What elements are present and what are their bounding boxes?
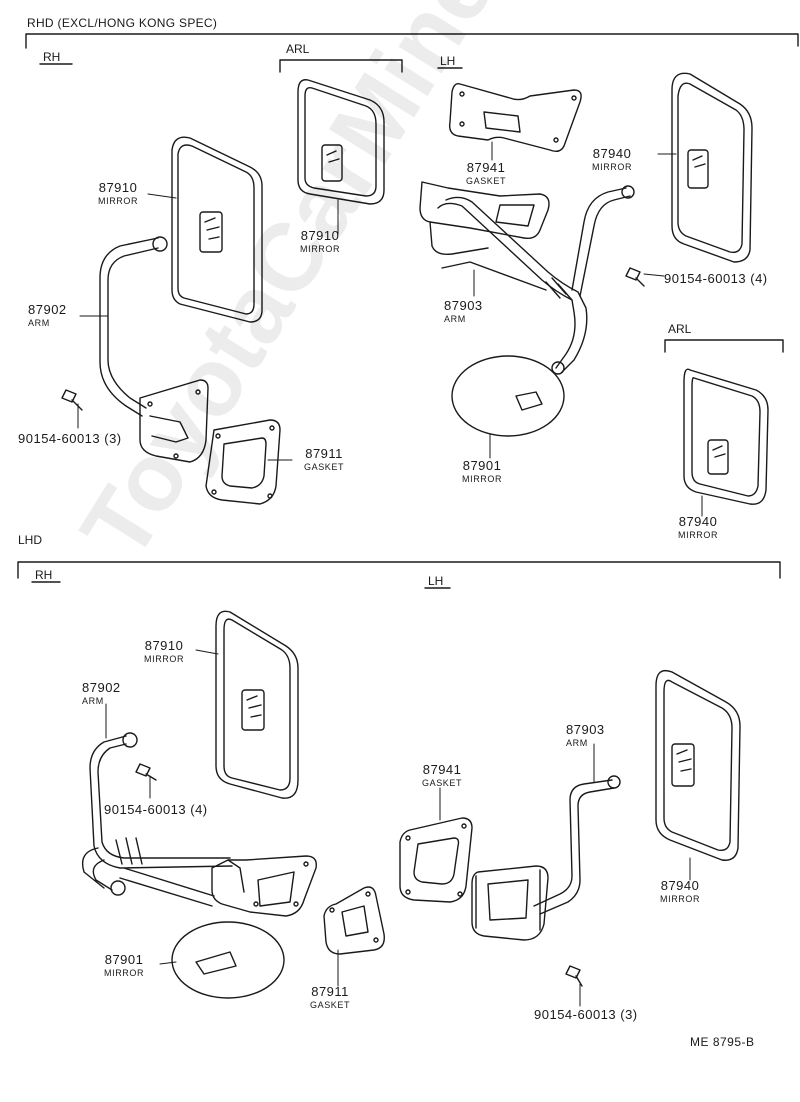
gasket-87911-lhd-rh	[323, 886, 385, 955]
section-lhd-rh: RH	[35, 568, 53, 582]
arl-bracket-2	[664, 339, 784, 353]
part-label-90154-rhd-lh: 90154-60013 (4)	[664, 271, 768, 286]
mirror-87910-arl	[297, 79, 385, 205]
gasket-87941-lhd-lh	[399, 817, 473, 903]
gasket-87941-rhd-lh	[448, 82, 582, 153]
mirror-87910-lhd-rh	[215, 610, 299, 799]
rhd-bracket	[25, 33, 799, 49]
figure-code: ME 8795-B	[690, 1035, 755, 1049]
arm-87903-lhd-lh	[533, 775, 621, 915]
arm-87903-rhd-lh	[437, 185, 635, 375]
gasket-87911-rhd-rh	[205, 419, 281, 505]
screw-90154-lhd-lh	[565, 965, 583, 987]
section-arl-2: ARL	[668, 322, 692, 336]
section-lhd-lh: LH	[428, 574, 444, 588]
mirror-87940-rhd-lh	[671, 72, 753, 263]
part-label-90154-rhd-rh: 90154-60013 (3)	[18, 431, 122, 446]
page-title: RHD (EXCL/HONG KONG SPEC)	[27, 16, 218, 30]
section-arl-1: ARL	[286, 42, 310, 56]
mirror-87940-lhd-lh	[655, 669, 741, 861]
arm-87902-lhd-rh	[81, 732, 233, 907]
mirror-87901-lhd-rh	[171, 921, 285, 999]
part-label-90154-lhd-lh: 90154-60013 (3)	[534, 1007, 638, 1022]
screw-90154-lhd-rh	[135, 763, 157, 781]
bracket-lhd-lh	[471, 865, 549, 941]
bracket-rhd-rh	[139, 379, 209, 463]
mirror-87901-rhd-lh	[451, 355, 565, 437]
section-rhd-rh: RH	[43, 50, 61, 64]
bracket-lhd-rh	[211, 855, 317, 917]
mirror-87910-rhd-rh	[171, 136, 263, 323]
mirror-87940-arl	[683, 368, 769, 505]
arm-87902-rhd-rh	[99, 236, 168, 417]
screw-90154-rhd-lh	[625, 267, 645, 287]
screw-90154-rhd-rh	[61, 389, 83, 411]
arl-bracket-1	[279, 59, 403, 73]
bracket-rhd-lh	[419, 181, 550, 256]
section-lhd: LHD	[18, 533, 43, 547]
part-label-90154-lhd-rh: 90154-60013 (4)	[104, 802, 208, 817]
section-rhd-lh: LH	[440, 54, 456, 68]
lhd-bracket	[17, 561, 781, 579]
